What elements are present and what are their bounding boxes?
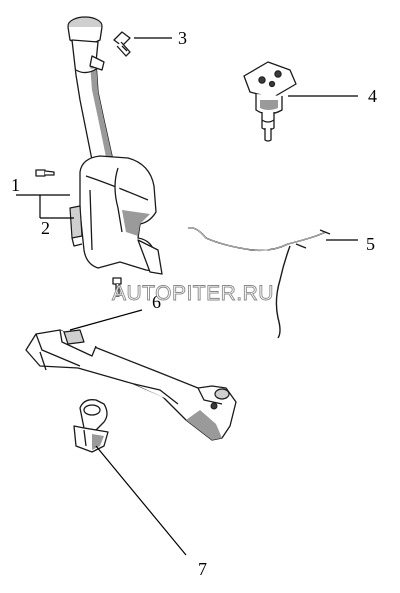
washer-hose-part-5: [187, 227, 331, 339]
leader-7: [95, 445, 187, 556]
callout-1: 1: [11, 175, 20, 195]
nozzle-head: [243, 61, 297, 99]
callout-2: 2: [41, 218, 50, 238]
clip-base: [73, 425, 109, 453]
mount-bracket: [137, 239, 163, 275]
watermark-text: AUTOPITER.RU: [112, 282, 274, 305]
callout-5: 5: [366, 234, 375, 254]
callout-4: 4: [368, 86, 377, 106]
nozzle-jet-right: [274, 70, 282, 78]
screw-part-3: [113, 31, 131, 57]
neck-clip: [89, 55, 105, 71]
hose-branch: [275, 245, 291, 339]
callout-3: 3: [178, 28, 187, 48]
bolt-head: [35, 169, 46, 177]
washer-pump: [69, 205, 83, 239]
bracket-tab: [63, 329, 85, 345]
callout-7: 7: [198, 559, 207, 579]
nozzle-jet-center: [268, 80, 276, 88]
bracket-hole: [210, 402, 218, 410]
clip-part-7: [73, 399, 109, 453]
leader-6: [69, 309, 143, 331]
washer-reservoir: [67, 16, 163, 275]
nozzle-jet-left: [258, 76, 266, 84]
bolt-part-6: [112, 277, 122, 297]
bracket-boss: [214, 388, 230, 400]
callout-6: 6: [152, 292, 161, 312]
bolt-near-tank: [35, 169, 55, 177]
washer-nozzle-part-4: [243, 61, 297, 142]
leader-lines: [16, 37, 358, 556]
long-mounting-bracket: [25, 329, 237, 441]
